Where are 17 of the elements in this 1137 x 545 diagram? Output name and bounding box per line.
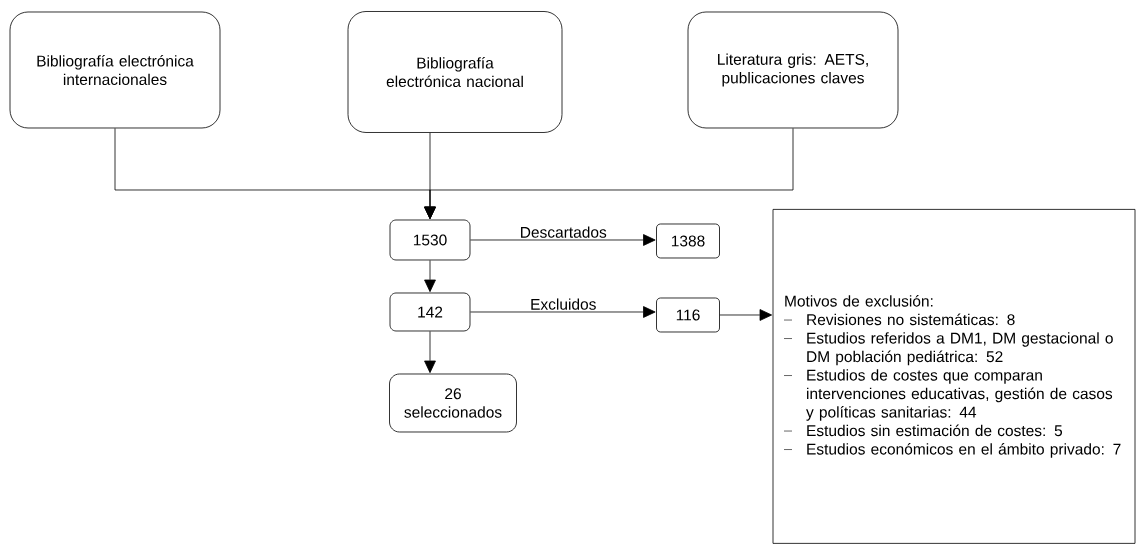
arrow	[424, 128, 794, 220]
process-box: 1530	[389, 219, 471, 261]
arrow	[424, 331, 436, 374]
process-box: 1388	[656, 223, 720, 259]
process-box: Bibliografía electrónica nacional	[347, 11, 563, 133]
process-box: Bibliografía electrónica internacionales	[9, 11, 221, 129]
arrow	[470, 234, 656, 246]
arrow	[424, 260, 436, 293]
arrow	[719, 309, 773, 321]
edge-label: Descartados	[518, 225, 608, 239]
arrow	[470, 306, 656, 318]
process-box: 26 seleccionados	[389, 373, 517, 433]
edge-label: Excluidos	[529, 297, 598, 311]
exclusion-box: Motivos de exclusión: Revisiones no sistemáticas: 8 Estudios referidos a DM1, DM gestacional o DM población pediátrica: 52 Estudios de costes que comparan intervenciones educativas, gestión de casos y políticas sanitarias: 44 Estudios sin estimación de costes: 5 Estudios económicos en el ámbito privado: 7	[772, 209, 1136, 544]
process-box: 116	[656, 297, 720, 333]
process-box: 142	[389, 292, 471, 332]
process-box: Literatura gris: AETS, publicaciones claves	[687, 11, 899, 129]
